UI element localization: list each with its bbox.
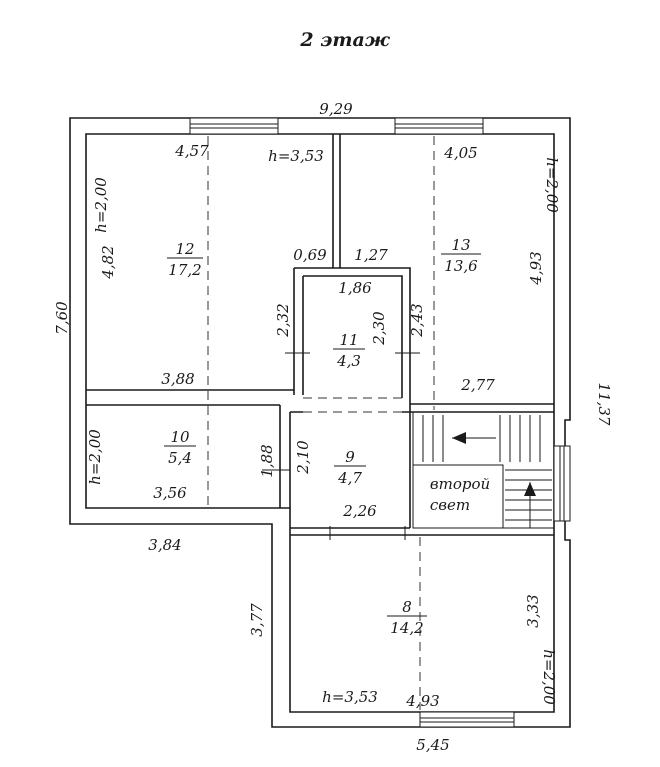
dim-gap-127: 1,27 (354, 246, 388, 264)
svg-text:9: 9 (345, 448, 355, 466)
dim-top: 9,29 (319, 100, 353, 118)
second-light-box (412, 464, 504, 529)
svg-text:17,2: 17,2 (168, 261, 201, 279)
window-top-left (189, 117, 279, 135)
height-room-12-side: h=2,00 (92, 177, 110, 233)
window-right (553, 445, 571, 522)
svg-text:второй: второй (430, 475, 490, 493)
wall-12-13 (332, 134, 341, 268)
dim-gap-069: 0,69 (293, 246, 327, 264)
svg-text:свет: свет (430, 496, 470, 514)
dim-r10-188: 1,88 (258, 444, 276, 477)
height-room-13-side: h=2,00 (543, 157, 561, 213)
window-top-right (394, 117, 484, 135)
exterior-wall-outer (69, 117, 571, 728)
wall-under-12 (86, 389, 294, 406)
dim-r11-inner: 2,30 (370, 311, 388, 346)
svg-text:13,6: 13,6 (444, 257, 478, 275)
svg-text:11: 11 (339, 331, 358, 349)
room-9-label: 9 4,7 (334, 448, 366, 487)
dim-r8-right: 3,33 (524, 594, 542, 627)
svg-text:10: 10 (170, 428, 190, 446)
room-10-label: 10 5,4 (164, 428, 196, 467)
svg-text:12: 12 (175, 240, 194, 258)
dim-bottom: 5,45 (416, 736, 449, 754)
dim-overall-right: 11,37 (595, 383, 613, 426)
svg-text:4,7: 4,7 (337, 469, 362, 487)
dim-r12-top: 4,57 (174, 142, 209, 160)
svg-text:8: 8 (402, 598, 412, 616)
dim-r11-left: 2,32 (274, 303, 292, 337)
dim-r8-left: 3,77 (248, 603, 266, 637)
wall-room-11 (293, 267, 411, 412)
dim-r12-bottom: 3,88 (161, 370, 194, 388)
dim-r10-bottom: 3,56 (153, 484, 187, 502)
stairs-upper (422, 415, 541, 462)
svg-text:4,3: 4,3 (336, 352, 361, 370)
dim-left-384: 3,84 (148, 536, 181, 554)
exterior-wall-inner (85, 133, 555, 713)
stair-arrow-left-icon (452, 432, 496, 444)
wall-room-10-right (279, 405, 291, 508)
room-12-label: 12 17,2 (167, 240, 203, 279)
dim-r11-right: 2,43 (408, 303, 426, 337)
svg-text:14,2: 14,2 (390, 619, 423, 637)
second-light-label: второй свет (430, 475, 490, 514)
room-8-label: 8 14,2 (387, 598, 427, 637)
svg-text:5,4: 5,4 (168, 449, 192, 467)
stair-arrow-up-icon (524, 482, 536, 528)
dim-r13-top: 4,05 (443, 144, 477, 162)
dim-r13-bottom: 2,77 (460, 376, 495, 394)
window-bottom (419, 711, 515, 728)
height-room-8-side: h=2,00 (540, 649, 558, 705)
plan-title: 2 этаж (299, 29, 391, 51)
dim-r9-210: 2,10 (294, 440, 312, 475)
dim-r13-right: 4,93 (527, 251, 545, 285)
wall-room-9 (290, 411, 411, 529)
height-room-8-center: h=3,53 (322, 688, 378, 706)
height-room-12-center: h=3,53 (268, 147, 324, 165)
dimension-ticks (262, 352, 420, 540)
dim-r11-top: 1,86 (338, 279, 372, 297)
room-11-label: 11 4,3 (333, 331, 365, 370)
height-room-10-side: h=2,00 (86, 429, 104, 485)
dim-overall-left: 7,60 (53, 301, 71, 335)
room-13-label: 13 13,6 (441, 236, 481, 275)
dim-r8-inner-bottom: 4,93 (405, 692, 439, 710)
dim-r12-left: 4,82 (99, 245, 117, 279)
svg-text:13: 13 (451, 236, 470, 254)
wall-under-13 (402, 403, 554, 413)
dim-r9-bottom: 2,26 (342, 502, 377, 520)
